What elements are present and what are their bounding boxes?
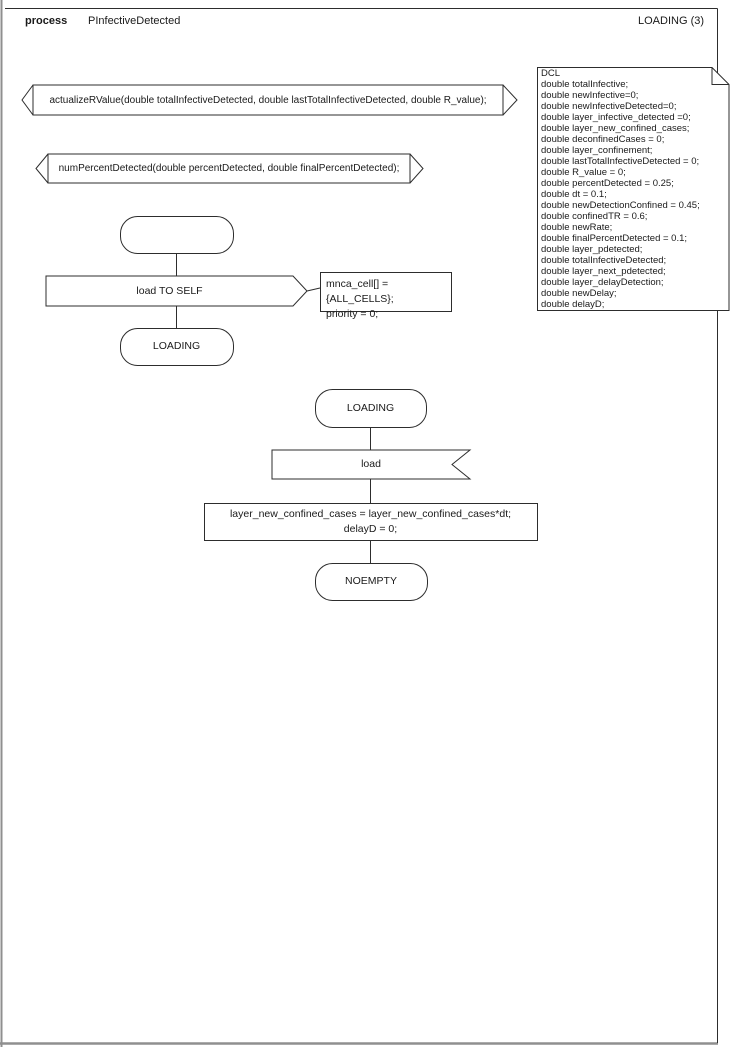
comment-connector	[306, 287, 321, 292]
frame-keyword: process	[25, 15, 68, 27]
process-name: PInfectiveDetected	[88, 15, 181, 27]
input-load-shape	[271, 449, 472, 480]
state-loading-1-label: LOADING	[152, 340, 201, 352]
dcl-note-shape	[537, 67, 730, 311]
page-label: LOADING (3)	[638, 15, 705, 27]
procedure-1-right-bracket	[502, 84, 518, 116]
procedure-2-right-bracket	[409, 153, 424, 184]
state-loading-2-label: LOADING	[346, 401, 395, 414]
procedure-1-label: actualizeRValue(double totalInfectiveDet…	[49, 94, 487, 106]
task-shape	[204, 503, 538, 541]
state-noempty-shape	[315, 563, 428, 601]
start-state-shape	[120, 216, 234, 254]
dcl-note-fold-icon	[711, 67, 729, 85]
procedure-2-left-bracket	[35, 153, 49, 184]
procedure-2-shape	[47, 153, 411, 184]
output-load-to-self-label: load TO SELF	[136, 284, 203, 297]
comment-box-shape	[320, 272, 452, 312]
dcl-note-text: DCL double totalInfective; double newInf…	[541, 68, 700, 310]
state-loading-1-shape	[120, 328, 234, 366]
procedure-2-label: numPercentDetected(double percentDetecte…	[58, 163, 400, 174]
output-load-to-self-shape	[45, 275, 308, 307]
state-noempty-label: NOEMPTY	[345, 575, 397, 587]
task-text: layer_new_confined_cases = layer_new_con…	[229, 507, 512, 535]
input-load-label: load	[361, 458, 381, 470]
procedure-1-left-bracket	[21, 84, 34, 116]
comment-box-text: mnca_cell[] = {ALL_CELLS}; priority = 0;	[326, 278, 394, 320]
procedure-1-shape	[32, 84, 504, 116]
